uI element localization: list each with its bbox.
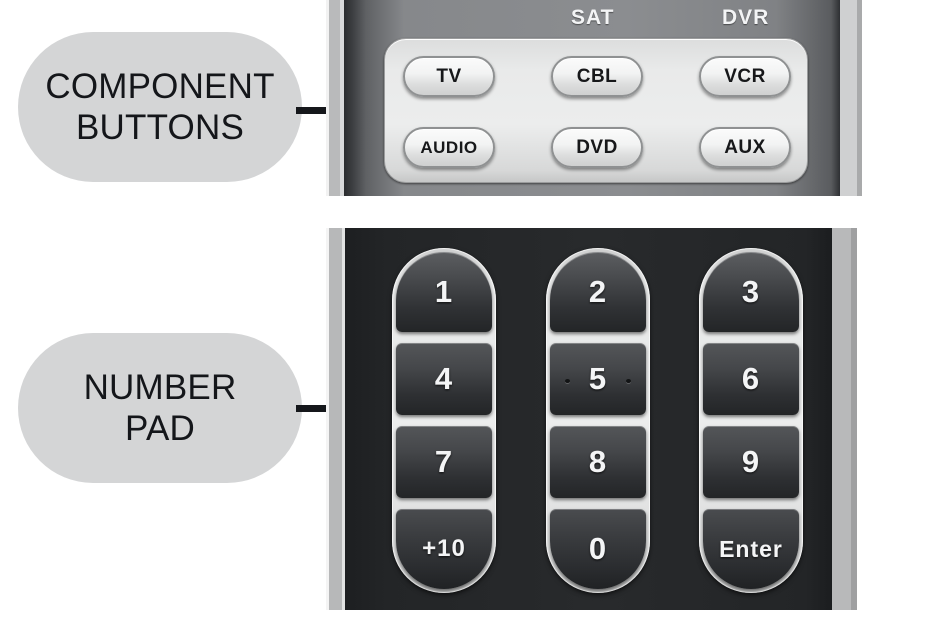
- callout-number-pad: NUMBER PAD: [18, 333, 302, 483]
- number-key-8[interactable]: 8: [550, 426, 646, 498]
- number-key-5[interactable]: 5: [550, 343, 646, 415]
- tactile-dot-right-icon: [626, 379, 631, 383]
- number-pad-column-1: 1 4 7 +10: [392, 248, 496, 593]
- number-pad-column-2: 2 5 8 0: [546, 248, 650, 593]
- number-pad-column-3: 3 6 9 Enter: [699, 248, 803, 593]
- label-sat: SAT: [571, 6, 615, 29]
- number-key-4[interactable]: 4: [396, 343, 492, 415]
- callout-numberpad-line1: NUMBER: [83, 367, 237, 407]
- label-dvr: DVR: [722, 6, 770, 29]
- component-button-audio[interactable]: AUDIO: [403, 127, 495, 168]
- component-button-vcr[interactable]: VCR: [699, 56, 791, 97]
- component-button-cbl[interactable]: CBL: [551, 56, 643, 97]
- callout-numberpad-line2: PAD: [125, 409, 195, 448]
- number-key-3[interactable]: 3: [703, 252, 799, 332]
- callout-component-line1: COMPONENT: [45, 66, 275, 106]
- number-key-1[interactable]: 1: [396, 252, 492, 332]
- component-button-dvd[interactable]: DVD: [551, 127, 643, 168]
- component-button-tv[interactable]: TV: [403, 56, 495, 97]
- number-key-0[interactable]: 0: [550, 509, 646, 589]
- number-key-enter[interactable]: Enter: [703, 509, 799, 589]
- number-key-5-label: 5: [588, 361, 608, 396]
- number-key-plus10[interactable]: +10: [396, 509, 492, 589]
- remote-component-section: SAT DVR TV CBL VCR AUDIO DVD AUX: [326, 0, 863, 196]
- component-button-aux[interactable]: AUX: [699, 127, 791, 168]
- tactile-dot-left-icon: [565, 379, 570, 383]
- callout-component-buttons: COMPONENT BUTTONS: [18, 32, 302, 182]
- component-button-tray: TV CBL VCR AUDIO DVD AUX: [384, 38, 808, 183]
- callout-component-line2: BUTTONS: [76, 108, 244, 147]
- remote-number-pad-section: 1 4 7 +10 2 5 8 0 3 6 9 Enter: [326, 228, 863, 610]
- number-key-2[interactable]: 2: [550, 252, 646, 332]
- number-key-9[interactable]: 9: [703, 426, 799, 498]
- number-key-6[interactable]: 6: [703, 343, 799, 415]
- number-key-7[interactable]: 7: [396, 426, 492, 498]
